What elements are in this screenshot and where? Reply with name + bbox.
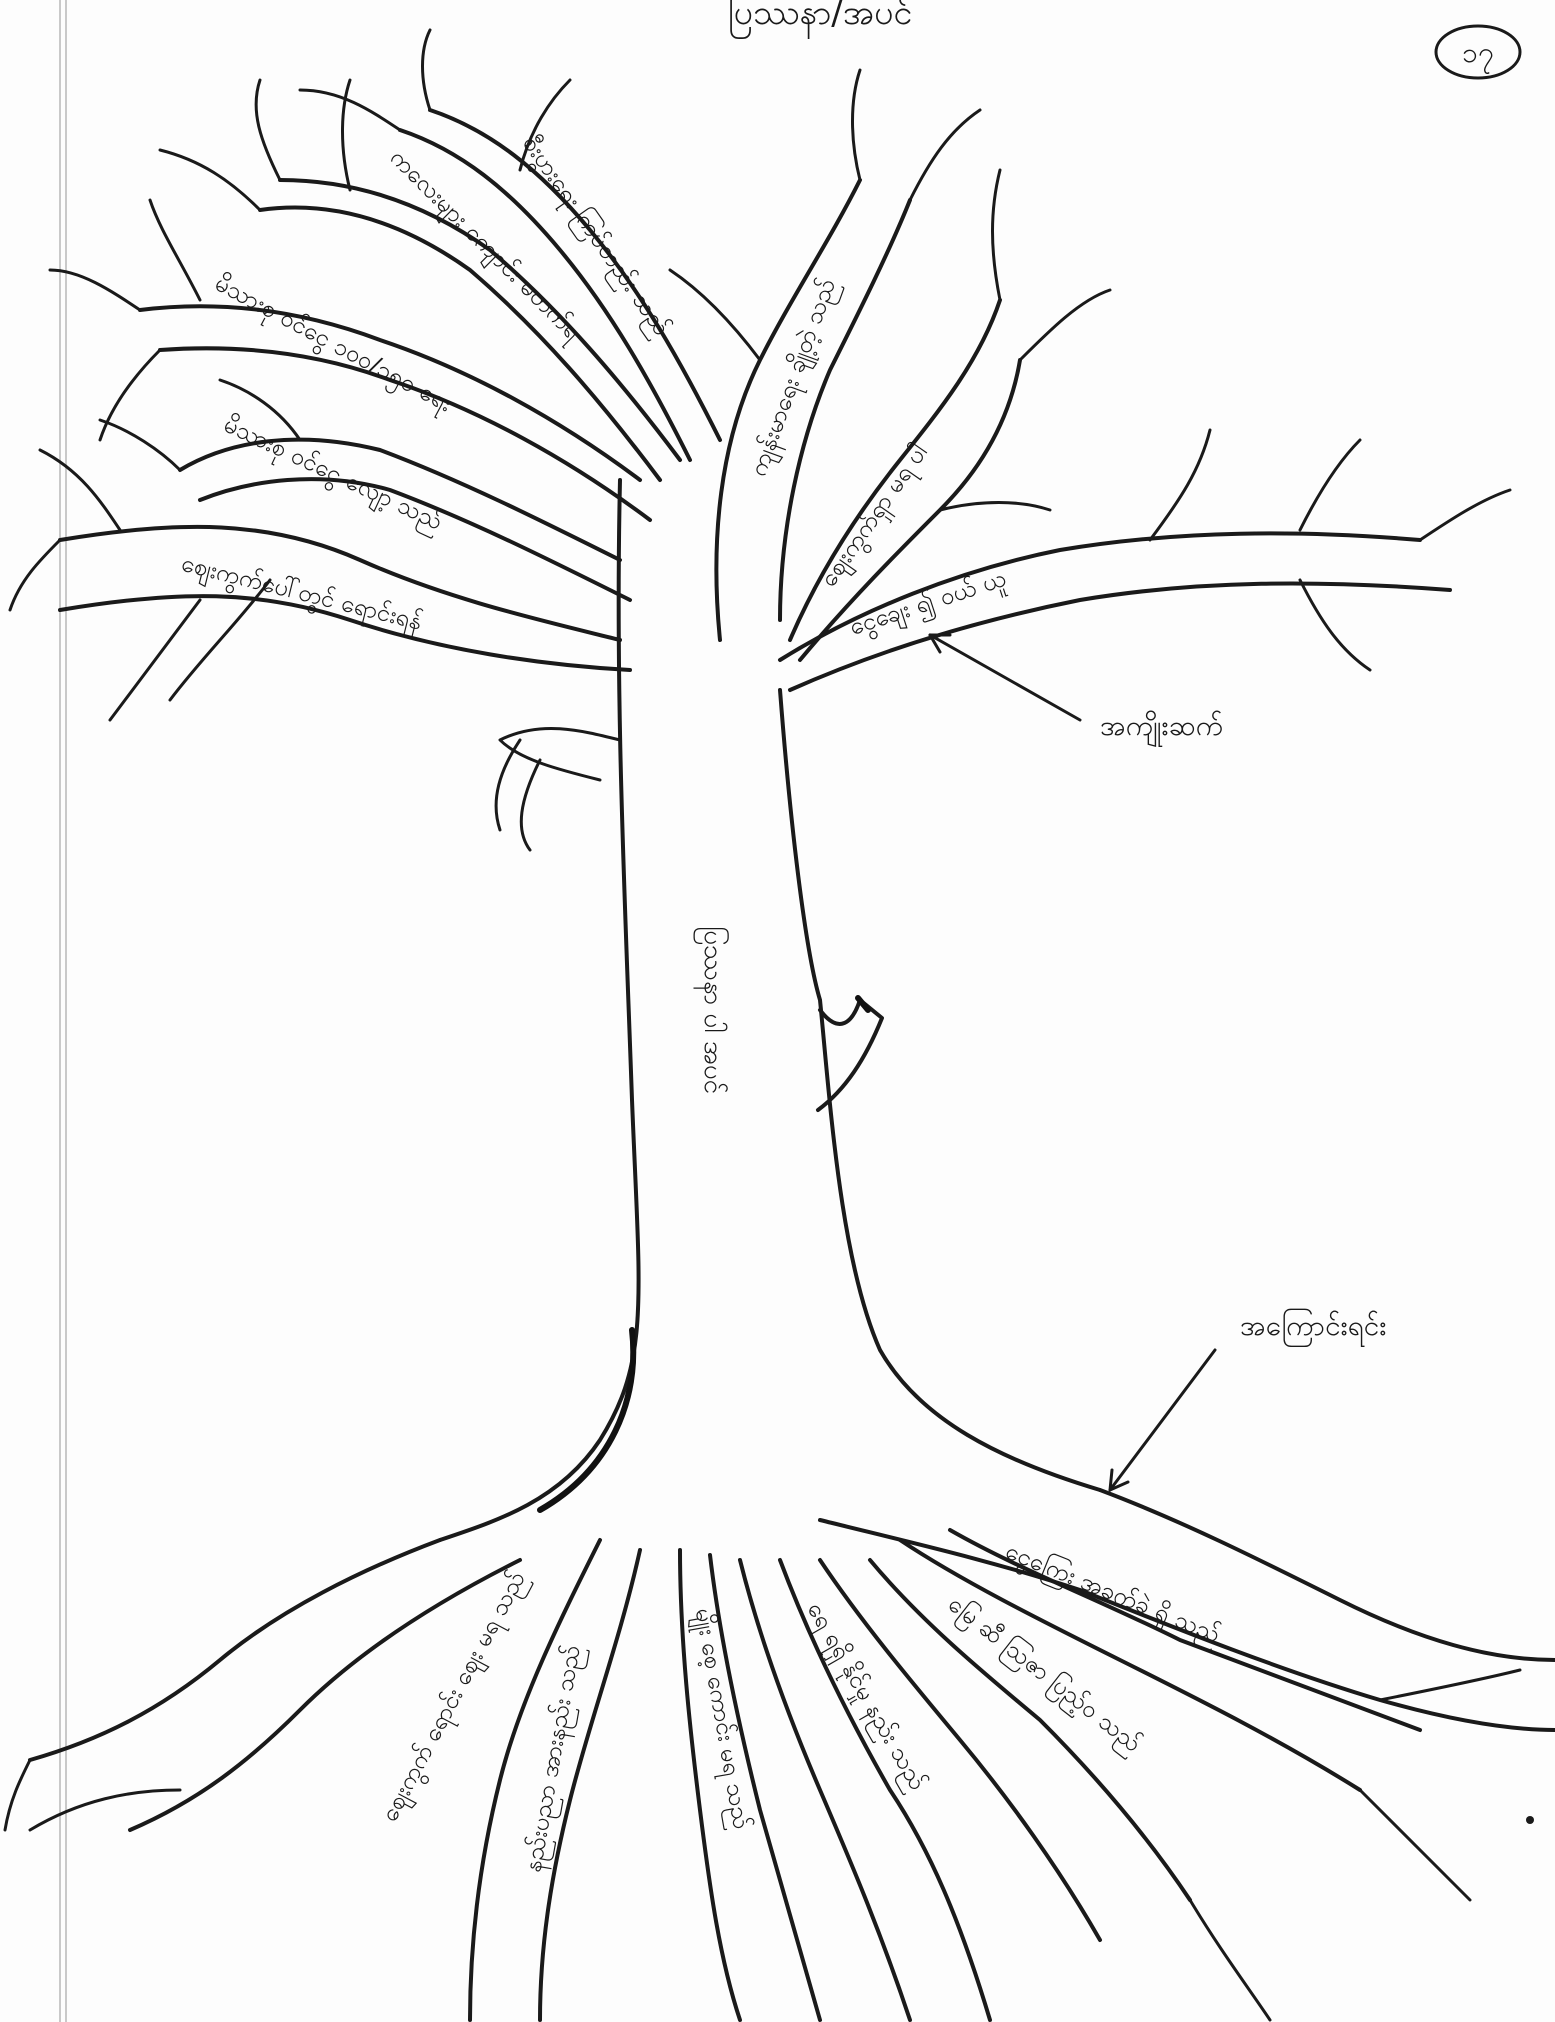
page-number: ၁၇ [1462, 36, 1494, 75]
branch-label: ကျန်းမာရေး ချို့တဲ့ သည် [743, 274, 847, 481]
branch-label: ဈေးကွက်ရှာ မရ ပါ [813, 438, 938, 595]
causes-arrow [1110, 1350, 1215, 1490]
branch-label: မိသားစု ဝင်ငွေ ၁၀၀/၁၅၀ ရေး [208, 268, 458, 423]
tree-canopy [10, 30, 1510, 720]
branch-label: မိသားစု ဝင်ငွေ လျော့ သည် [217, 409, 447, 541]
root-label: မျိုး စေ့ ကောင်း မရ သည် [684, 1606, 757, 1832]
trunk-problem-label: ပြဿနာ ပါ အပင် [693, 926, 731, 1094]
causes-annotation: အကြောင်းရင်း [1240, 1307, 1386, 1348]
root-label: ရေ ရရှိ နိုင်မှု နည်း သည် [796, 1597, 933, 1798]
tree-trunk [440, 480, 1100, 1540]
root-label: ဈေးကွက် ရောင်း ဈေး မရ သည် [374, 1566, 536, 1829]
branch-label: ငွေချေး ၍ ဝယ် ယူ [846, 563, 1012, 647]
effects-arrow [930, 635, 1080, 720]
page-title: ပြဿနာ/အပင် [728, 0, 912, 39]
tree-roots [5, 1490, 1555, 2020]
root-label: ငွေကြေး အခက်ခဲ ရှိ သည် [999, 1535, 1225, 1654]
root-label: မြေ ဆီ ဩဇာ ပြည့်ဝ သည် [940, 1588, 1148, 1762]
ink-dot [1526, 1816, 1534, 1824]
effects-annotation: အကျိုးဆက် [1100, 708, 1224, 748]
